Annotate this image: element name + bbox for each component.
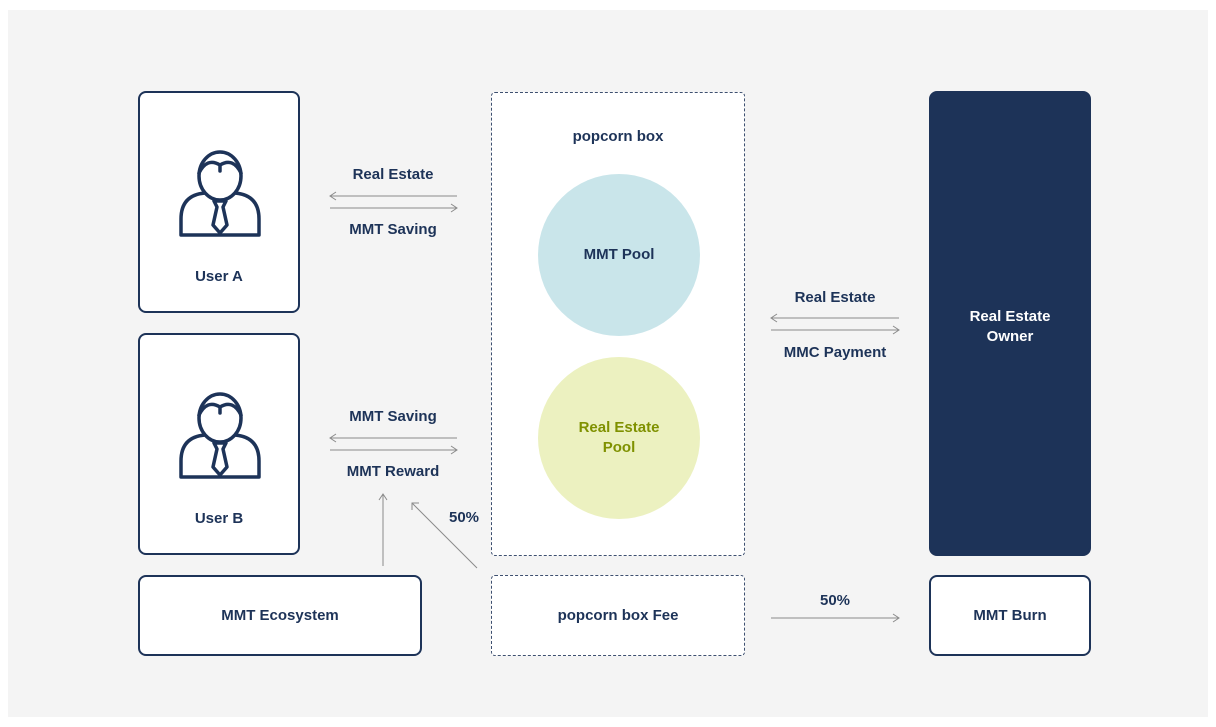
edge-label-real-estate-user-a: Real Estate — [352, 166, 434, 183]
edge-label-real-estate-owner: Real Estate — [794, 289, 876, 306]
mmt-ecosystem-node: MMT Ecosystem — [138, 575, 422, 656]
mmt-burn-label: MMT Burn — [973, 606, 1047, 624]
popcorn-box-container: popcorn box MMT Pool Real Estate Pool — [491, 92, 745, 556]
arrow-left — [329, 433, 457, 443]
arrow-right — [771, 613, 900, 623]
edge-label-mmt-saving-user-b: MMT Saving — [349, 408, 437, 425]
popcorn-box-fee-label: popcorn box Fee — [557, 606, 679, 624]
user-a-label: User A — [195, 268, 243, 285]
arrow-right — [330, 203, 458, 213]
user-a-node: User A — [138, 91, 300, 313]
real-estate-owner-label: Real Estate Owner — [969, 308, 1051, 345]
user-b-label: User B — [194, 510, 244, 527]
arrow-left — [329, 191, 457, 201]
mmt-ecosystem-label: MMT Ecosystem — [221, 606, 339, 624]
popcorn-box-title: popcorn box — [572, 128, 664, 145]
arrow-diagonal — [411, 502, 478, 569]
real-estate-pool-circle: Real Estate Pool — [538, 357, 700, 519]
user-b-node: User B — [138, 333, 300, 555]
real-estate-pool-label: Real Estate Pool — [578, 419, 660, 456]
edge-label-mmt-reward: MMT Reward — [346, 463, 440, 480]
arrow-left — [770, 313, 899, 323]
arrow-up — [378, 493, 388, 566]
connector-arrows — [329, 191, 900, 623]
arrow-right — [771, 325, 900, 335]
user-icon — [179, 392, 261, 479]
real-estate-owner-node: Real Estate Owner — [929, 91, 1091, 556]
edge-label-mmt-saving-user-a: MMT Saving — [349, 221, 437, 238]
mmt-pool-circle: MMT Pool — [538, 174, 700, 336]
arrow-right — [330, 445, 458, 455]
popcorn-box-fee-node: popcorn box Fee — [491, 575, 745, 656]
edge-label-fee-50-percent: 50% — [448, 509, 480, 526]
diagram-canvas: User A User B MMT Ecosystem popcorn box … — [8, 10, 1208, 717]
mmt-pool-label: MMT Pool — [583, 246, 655, 263]
mmt-burn-node: MMT Burn — [929, 575, 1091, 656]
edge-label-mmc-payment: MMC Payment — [783, 344, 887, 361]
user-icon — [179, 150, 261, 237]
edge-label-burn-50-percent: 50% — [819, 592, 851, 609]
